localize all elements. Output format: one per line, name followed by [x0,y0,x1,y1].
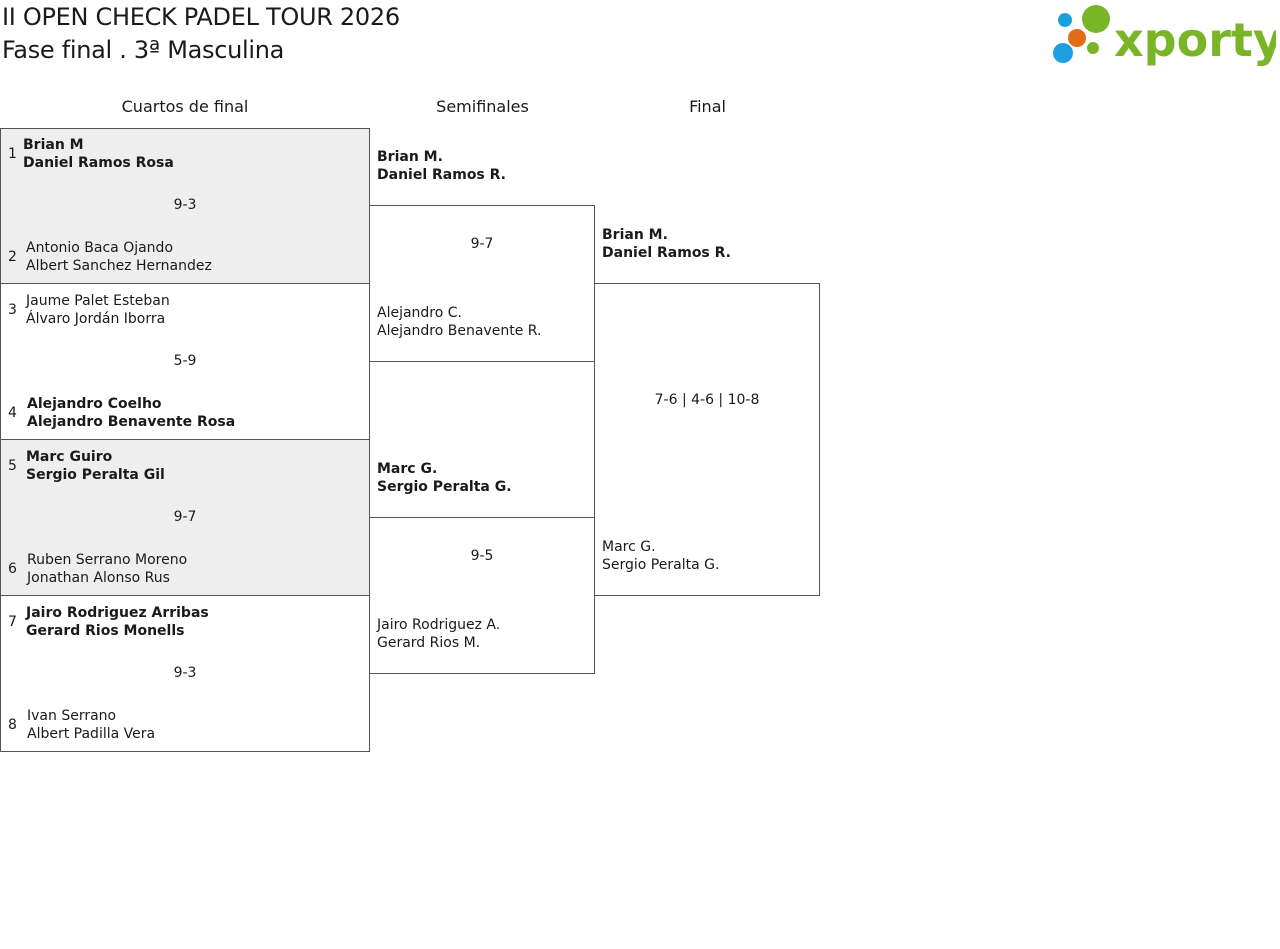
player-name: Alejandro C. [377,305,462,321]
player-name: Marc Guiro [26,449,113,465]
seed-number: 5 [8,458,17,474]
team-sf2-top: Marc G. Sergio Peralta G. [377,460,512,496]
match-score: 9-7 [173,509,197,525]
logo-dots-icon [1053,5,1110,63]
team-qf2-top: Jaume Palet Esteban Álvaro Jordán Iborra [26,292,170,328]
player-name: Daniel Ramos R. [602,245,732,261]
player-name: Daniel Ramos Rosa [23,155,174,171]
match-score: 9-7 [470,236,494,252]
player-name: Jonathan Alonso Rus [27,570,170,586]
player-name: Gerard Rios Monells [26,623,185,639]
quarterfinal-match-1 [0,128,370,284]
team-qf4-top: Jairo Rodriguez Arribas Gerard Rios Mone… [26,604,209,640]
seed-number: 6 [8,561,17,577]
player-name: Jairo Rodriguez A. [377,617,501,633]
team-qf1-bottom: Antonio Baca Ojando Albert Sanchez Herna… [26,239,212,275]
player-name: Alejandro Coelho [27,396,162,412]
team-qf2-bottom: Alejandro Coelho Alejandro Benavente Ros… [27,395,235,431]
player-name: Jairo Rodriguez Arribas [26,605,209,621]
player-name: Brian M [23,137,84,153]
match-score: 7-6 | 4-6 | 10-8 [654,392,760,408]
player-name: Gerard Rios M. [377,635,481,651]
player-name: Brian M. [377,149,443,165]
logo-text: xporty [1114,13,1276,66]
xporty-logo: xporty [1053,5,1276,66]
player-name: Daniel Ramos R. [377,167,507,183]
round-label-final: Final [689,97,726,116]
team-sf1-top: Brian M. Daniel Ramos R. [377,148,506,184]
player-name: Álvaro Jordán Iborra [26,311,166,327]
player-name: Marc G. [602,539,656,555]
team-final-bottom: Marc G. Sergio Peralta G. [602,538,719,574]
team-qf3-top: Marc Guiro Sergio Peralta Gil [26,448,165,484]
seed-number: 7 [8,614,17,630]
team-qf1-top: Brian M Daniel Ramos Rosa [23,136,174,172]
player-name: Sergio Peralta Gil [26,467,165,483]
seed-number: 4 [8,405,17,421]
page-subtitle: Fase final . 3ª Masculina [2,36,285,64]
player-name: Sergio Peralta G. [602,557,720,573]
player-name: Brian M. [602,227,668,243]
team-final-top: Brian M. Daniel Ramos R. [602,226,731,262]
player-name: Ruben Serrano Moreno [27,552,188,568]
team-qf4-bottom: Ivan Serrano Albert Padilla Vera [27,707,155,743]
page-title: II OPEN CHECK PADEL TOUR 2026 [2,3,400,31]
final-match [594,283,820,596]
match-score: 9-3 [173,197,197,213]
round-label-quarterfinals: Cuartos de final [121,97,249,116]
quarterfinal-match-3 [0,439,370,596]
match-score: 5-9 [173,353,197,369]
player-name: Ivan Serrano [27,708,117,724]
player-name: Alejandro Benavente R. [377,323,542,339]
seed-number: 3 [8,302,17,318]
player-name: Antonio Baca Ojando [26,240,174,256]
round-label-semifinals: Semifinales [436,97,529,116]
player-name: Marc G. [377,461,438,477]
seed-number: 2 [8,249,17,265]
player-name: Jaume Palet Esteban [26,293,170,309]
player-name: Alejandro Benavente Rosa [27,414,236,430]
team-sf2-bottom: Jairo Rodriguez A. Gerard Rios M. [377,616,500,652]
team-sf1-bottom: Alejandro C. Alejandro Benavente R. [377,304,541,340]
player-name: Sergio Peralta G. [377,479,512,495]
match-score: 9-3 [173,665,197,681]
player-name: Albert Sanchez Hernandez [26,258,212,274]
player-name: Albert Padilla Vera [27,726,156,742]
seed-number: 1 [8,146,17,162]
match-score: 9-5 [470,548,494,564]
team-qf3-bottom: Ruben Serrano Moreno Jonathan Alonso Rus [27,551,187,587]
seed-number: 8 [8,717,17,733]
